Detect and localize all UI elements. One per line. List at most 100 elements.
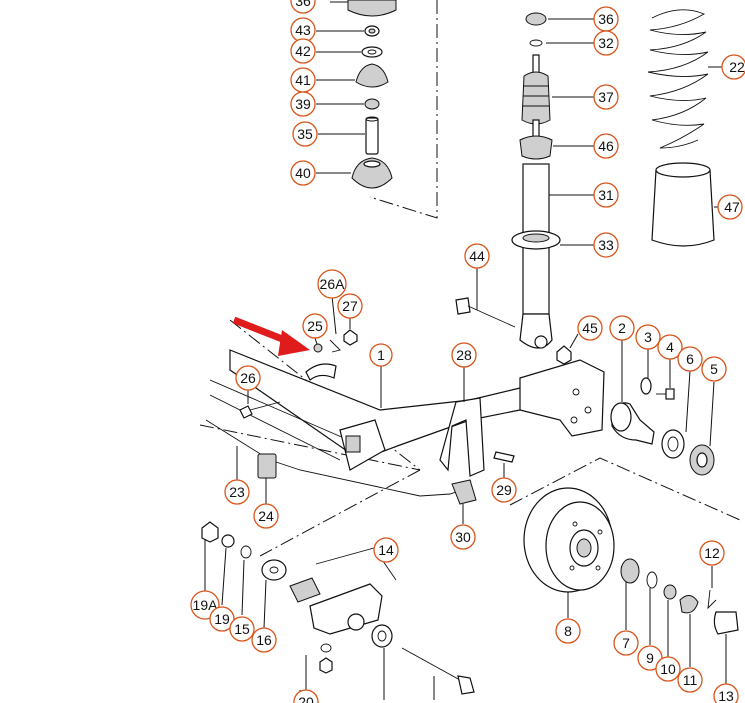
callout-26A: 26A [317,269,347,299]
callout-label: 42 [295,43,311,59]
callout-4: 4 [657,334,683,360]
callout-label: 40 [295,165,311,181]
callout-31: 31 [593,182,619,208]
callout-label: 36 [598,11,614,27]
callout-label: 12 [704,545,720,561]
callout-7: 7 [613,630,639,656]
callout-label: 4 [666,339,674,355]
upper-mount-stack [316,0,397,189]
bolt-44 [455,268,516,328]
callout-label: 3 [644,329,652,345]
callout-label: 26A [320,276,346,292]
callout-label: 9 [646,650,654,666]
callout-label: 11 [683,672,698,688]
callout-37: 37 [593,84,619,110]
callout-5: 5 [701,356,727,382]
callout-8: 8 [555,618,581,644]
callout-46: 46 [593,133,619,159]
callout-label: 2 [618,320,626,336]
callout-label: 20 [298,694,314,703]
callout-label: 30 [455,529,471,545]
callout-label: 24 [258,508,274,524]
callout-10: 10 [655,656,681,682]
callout-23: 23 [224,479,250,505]
callout-16: 16 [251,627,277,653]
callout-label: 1 [377,347,385,363]
callout-label: 45 [582,320,598,336]
axle-beam [209,349,605,471]
callout-13: 13 [713,683,739,703]
callout-1: 1 [369,343,393,367]
callout-label: 28 [456,347,472,363]
callout-33: 33 [593,232,619,258]
callout-3: 3 [635,324,661,350]
callout-42: 42 [290,38,316,64]
callout-14: 14 [373,537,399,563]
callout-45: 45 [577,315,603,341]
callout-20: 20 [293,689,319,703]
brake-drum [523,487,615,618]
callout-28: 28 [451,342,477,368]
callout-19: 19 [209,606,235,632]
callout-43: 43 [290,17,316,43]
boot [651,162,718,247]
callout-label: 26 [240,370,256,386]
callout-36-top: 36 [290,0,316,14]
callout-29: 29 [491,477,517,503]
callout-label: 19A [193,597,219,613]
callout-label: 19 [214,611,230,627]
callout-label: 22 [729,59,745,75]
callout-label: 14 [378,542,394,558]
callout-label: 8 [564,623,572,639]
callout-label: 46 [598,138,614,154]
lower-right-parts [620,558,739,684]
callout-label: 36 [295,0,311,9]
callout-47: 47 [717,194,743,220]
callout-label: 31 [598,187,614,203]
callouts: 36 43 42 41 39 35 40 36 32 22 37 46 31 4… [190,0,745,703]
callout-35: 35 [292,121,318,147]
callout-label: 23 [229,484,245,500]
callout-30: 30 [450,524,476,550]
lower-left-parts [201,521,475,700]
callout-label: 10 [660,661,676,677]
callout-label: 25 [307,318,323,334]
small-parts [239,295,515,478]
callout-22: 22 [721,54,745,80]
shock-absorber [511,12,594,349]
callout-44: 44 [464,243,490,269]
coil-spring [647,9,722,149]
callout-label: 33 [598,237,614,253]
callout-11: 11 [677,667,703,693]
callout-26: 26 [235,365,261,391]
strap-28 [439,366,485,477]
nut-45 [556,333,579,365]
callout-label: 44 [469,248,485,264]
callout-label: 16 [256,632,272,648]
callout-6: 6 [677,346,703,372]
callout-41: 41 [290,67,316,93]
callout-label: 41 [295,72,311,88]
callout-label: 15 [234,621,250,637]
hub-parts [610,340,715,476]
callout-36: 36 [593,6,619,32]
callout-label: 5 [710,361,718,377]
callout-32: 32 [593,30,619,56]
callout-label: 6 [686,351,694,367]
callout-label: 27 [342,298,358,314]
callout-label: 7 [622,635,630,651]
callout-label: 37 [598,89,614,105]
callout-label: 29 [496,482,512,498]
callout-label: 13 [718,688,734,703]
callout-label: 43 [295,22,311,38]
callout-label: 35 [297,126,313,142]
callout-39: 39 [290,91,316,117]
callout-label: 32 [598,35,614,51]
callout-label: 39 [295,96,311,112]
callout-2: 2 [609,315,635,341]
callout-27: 27 [337,293,363,319]
callout-40: 40 [290,160,316,186]
stabiliser-bar [205,419,477,524]
callout-15: 15 [229,616,255,642]
callout-24: 24 [253,503,279,529]
